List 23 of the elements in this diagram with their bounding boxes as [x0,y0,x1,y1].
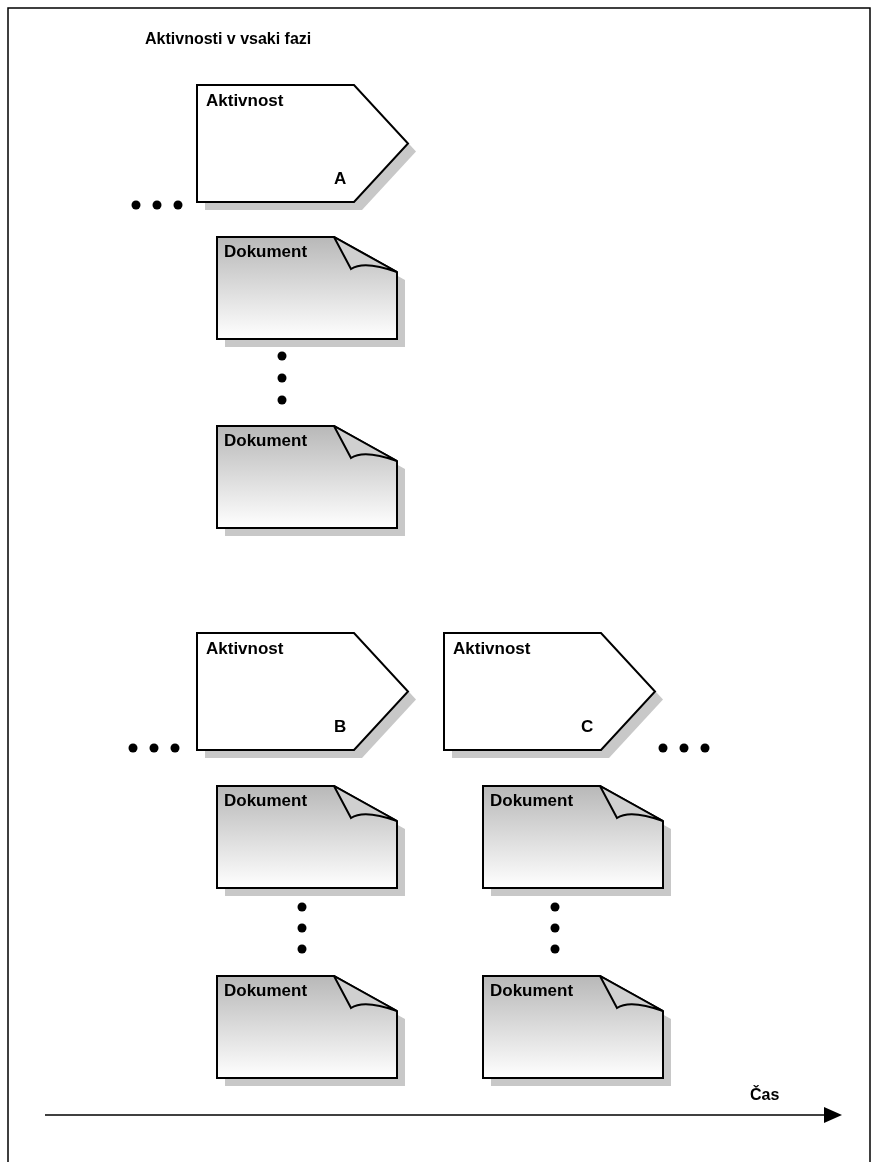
axis-label: Čas [750,1086,780,1104]
document-title: Dokument [490,791,574,811]
document-title: Dokument [224,242,308,262]
document-title: Dokument [490,981,574,1001]
document-shape [482,975,672,1087]
activity-heading: Aktivnost [453,639,531,659]
activity-shape [196,632,417,759]
activity-shape [196,84,417,211]
activity-letter: B [334,717,347,737]
document-shape [482,785,672,897]
document-title: Dokument [224,431,308,451]
document-shape [216,425,406,537]
activity-letter: C [581,717,594,737]
document-title: Dokument [224,791,308,811]
document-shape [216,236,406,348]
activity-letter: A [334,169,347,189]
activity-heading: Aktivnost [206,91,284,111]
diagram-title: Aktivnosti v vsaki fazi [145,30,312,48]
activity-heading: Aktivnost [206,639,284,659]
document-shape [216,785,406,897]
document-title: Dokument [224,981,308,1001]
activity-shape [443,632,664,759]
document-shape [216,975,406,1087]
